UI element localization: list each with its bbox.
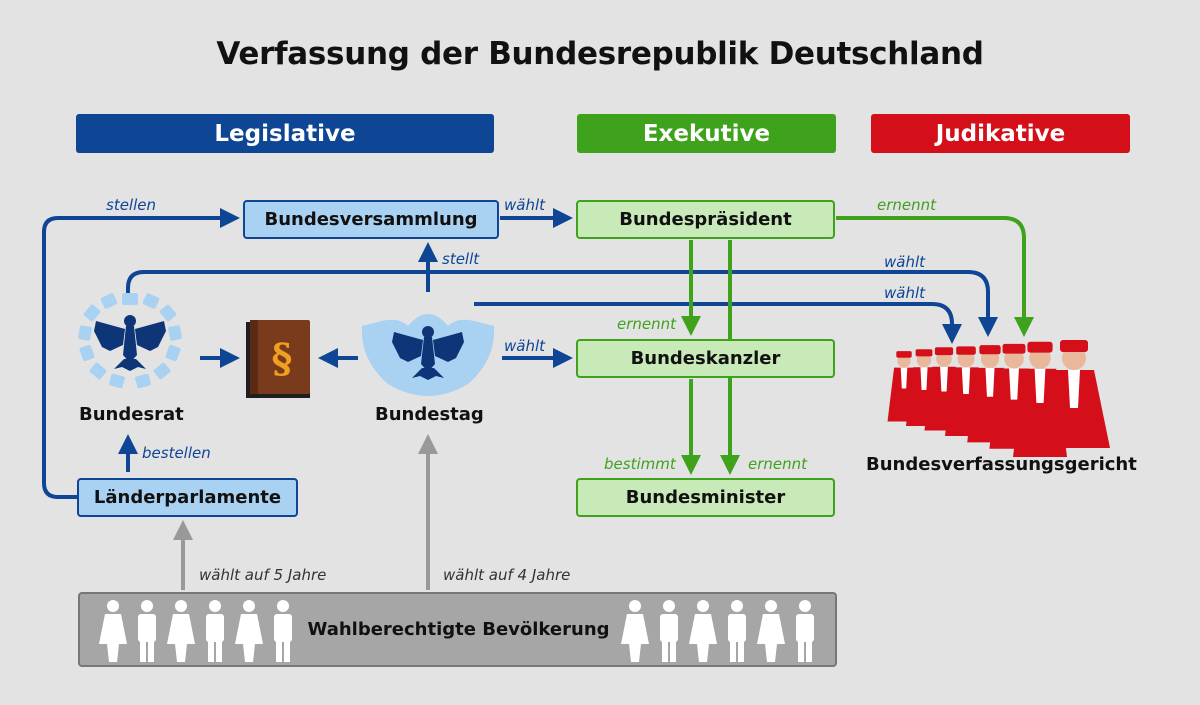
svg-text:§: §	[272, 335, 293, 382]
edge-label-waehlt-4: wählt auf 4 Jahre	[443, 566, 571, 584]
edge-label-stellt: stellt	[442, 250, 480, 268]
people-icon	[621, 600, 814, 662]
header-legislative: Legislative	[76, 114, 494, 153]
node-bundeskanzler: Bundeskanzler	[576, 339, 835, 378]
arrow-bt-bvg	[474, 302, 962, 344]
edge-label-waehlt-bp: wählt	[504, 196, 546, 214]
node-bundespraesident: Bundespräsident	[576, 200, 835, 239]
node-bundesversammlung: Bundesversammlung	[243, 200, 499, 239]
node-bundesrat: Bundesrat	[79, 404, 184, 425]
edge-label-ernennt-bvg: ernennt	[877, 196, 937, 214]
edge-label-waehlt-br-bvg: wählt	[884, 253, 926, 271]
voters-bar: Wahlberechtigte Bevölkerung	[78, 592, 837, 667]
page-title: Verfassung der Bundesrepublik Deutschlan…	[216, 36, 984, 72]
node-bundestag: Bundestag	[375, 404, 484, 425]
bundesrat-eagle-icon	[78, 293, 182, 389]
edge-label-stellen: stellen	[106, 196, 156, 214]
law-book-icon: §	[246, 320, 310, 398]
node-bundesverfassungsgericht: Bundesverfassungsgericht	[866, 454, 1137, 475]
voters-label: Wahlberechtigte Bevölkerung	[307, 619, 610, 640]
header-executive: Exekutive	[577, 114, 836, 153]
node-bundesminister: Bundesminister	[576, 478, 835, 517]
edge-label-waehlt-bk: wählt	[504, 337, 546, 355]
node-laenderparlamente: Länderparlamente	[77, 478, 298, 517]
judges-icon	[887, 340, 1110, 457]
edge-label-waehlt-5: wählt auf 5 Jahre	[199, 566, 327, 584]
header-judicative: Judikative	[871, 114, 1130, 153]
people-icon	[99, 600, 292, 662]
edge-label-waehlt-bt-bvg: wählt	[884, 284, 926, 302]
edge-label-ernennt-bk: ernennt	[617, 315, 677, 333]
edge-label-bestellen: bestellen	[142, 444, 211, 462]
arrow-lp-bv	[42, 208, 240, 499]
edge-label-bestimmt: bestimmt	[604, 455, 676, 473]
arrow-bp-bvg	[836, 216, 1034, 337]
arrow-br-bvg	[126, 270, 998, 337]
edge-label-ernennt-bm: ernennt	[748, 455, 808, 473]
bundestag-eagle-icon	[361, 314, 495, 396]
